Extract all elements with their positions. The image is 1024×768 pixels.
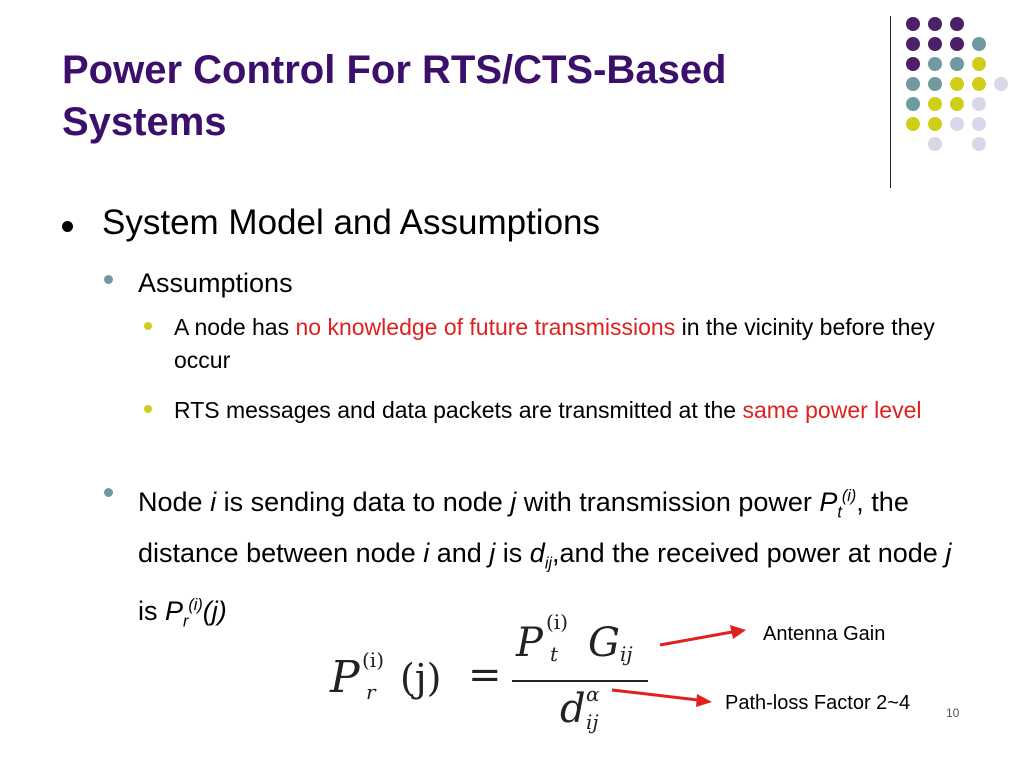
- arrow-path-loss: [611, 688, 699, 702]
- dot: [994, 77, 1008, 91]
- dot: [972, 117, 986, 131]
- bullet-dot: [104, 275, 113, 284]
- bullet-dot: [104, 488, 113, 497]
- formula-fraction-bar: [512, 680, 648, 682]
- dot: [972, 57, 986, 71]
- page-number: 10: [946, 706, 960, 720]
- text-run: in the vicinity before they occur: [174, 314, 935, 373]
- highlighted-phrase: same power level: [742, 397, 922, 423]
- text-run: is sending data to node: [216, 487, 511, 517]
- dot: [972, 37, 986, 51]
- dot: [972, 97, 986, 111]
- formula-den-sub: ij: [586, 710, 599, 734]
- symbol-base: P: [165, 595, 184, 626]
- dot: [906, 17, 920, 31]
- dot: [950, 97, 964, 111]
- symbol-pt: Pt(i): [819, 487, 857, 521]
- bullet-text: RTS messages and data packets are transm…: [174, 394, 954, 427]
- formula-num-g: G: [588, 620, 620, 666]
- formula-num-p: P: [516, 620, 543, 666]
- arrow-path-loss-head: [696, 694, 712, 707]
- dot: [928, 17, 942, 31]
- formula-lhs-p: P: [330, 652, 360, 703]
- text-run: with transmission power: [516, 487, 820, 517]
- dot: [928, 77, 942, 91]
- dot: [928, 137, 942, 151]
- text-run: , the distance between node: [138, 487, 909, 569]
- var-i: i: [423, 538, 430, 569]
- text-run: ,and the received power at node: [552, 538, 946, 569]
- annotation-path-loss: Path-loss Factor 2~4: [725, 692, 911, 714]
- symbol-sub: t: [837, 503, 842, 522]
- highlighted-phrase: no knowledge of future transmissions: [295, 314, 676, 340]
- received-power-formula: P (i) r (j) = P (i) t G ij d α ij: [320, 600, 660, 750]
- text-run: is: [495, 538, 530, 569]
- dot: [928, 117, 942, 131]
- bullet-text: System Model and Assumptions: [102, 203, 601, 242]
- dot: [906, 97, 920, 111]
- dot: [950, 57, 964, 71]
- dot: [906, 117, 920, 131]
- dot: [928, 37, 942, 51]
- var-j: j: [510, 487, 517, 517]
- text-run: is: [138, 595, 165, 626]
- dot: [906, 57, 920, 71]
- dot: [972, 77, 986, 91]
- symbol-dij: dij: [529, 538, 552, 572]
- bullet-dot: [144, 405, 152, 413]
- formula-num-g-sub: ij: [620, 642, 633, 666]
- bullet-text: Node i is sending data to node j with tr…: [138, 476, 958, 642]
- symbol-arg: (j): [202, 595, 227, 626]
- symbol-pr: Pr(i)(j): [165, 595, 227, 630]
- divider-line: [890, 16, 891, 188]
- text-run: RTS messages and data packets are transm…: [174, 397, 743, 423]
- symbol-base: d: [529, 538, 545, 569]
- formula-num-sub: t: [550, 642, 559, 666]
- symbol-sub: r: [183, 612, 189, 631]
- dot: [950, 17, 964, 31]
- text-run: and: [429, 538, 490, 569]
- slide-title: Power Control For RTS/CTS-Based Systems: [62, 48, 727, 144]
- dot: [950, 77, 964, 91]
- symbol-sub: ij: [544, 554, 553, 573]
- dot: [950, 117, 964, 131]
- formula-equals: =: [468, 652, 502, 698]
- dot: [950, 37, 964, 51]
- formula-den-sup: α: [586, 682, 600, 706]
- text-run: Node: [138, 487, 211, 517]
- var-j: j: [945, 538, 952, 569]
- arrow-antenna-gain: [659, 630, 733, 647]
- dot: [906, 37, 920, 51]
- formula-den-d: d: [560, 686, 586, 732]
- dot: [972, 137, 986, 151]
- dot: [928, 57, 942, 71]
- dot: [928, 97, 942, 111]
- formula-lhs-sub: r: [366, 680, 376, 704]
- symbol-sup: (i): [188, 595, 203, 614]
- bullet-dot: [144, 322, 152, 330]
- arrow-antenna-gain-head: [730, 625, 746, 639]
- symbol-sup: (i): [841, 487, 857, 505]
- bullet-dot: [62, 221, 73, 232]
- bullet-text: A node has no knowledge of future transm…: [174, 311, 954, 377]
- formula-lhs-sup: (i): [362, 648, 385, 672]
- annotation-antenna-gain: Antenna Gain: [763, 623, 886, 645]
- symbol-base: P: [819, 487, 838, 517]
- var-j: j: [489, 538, 496, 569]
- text-run: A node has: [174, 314, 296, 340]
- dot: [906, 77, 920, 91]
- formula-num-sup: (i): [546, 610, 569, 634]
- bullet-text: Assumptions: [138, 268, 293, 298]
- var-i: i: [210, 487, 217, 517]
- formula-lhs-arg: (j): [400, 656, 442, 700]
